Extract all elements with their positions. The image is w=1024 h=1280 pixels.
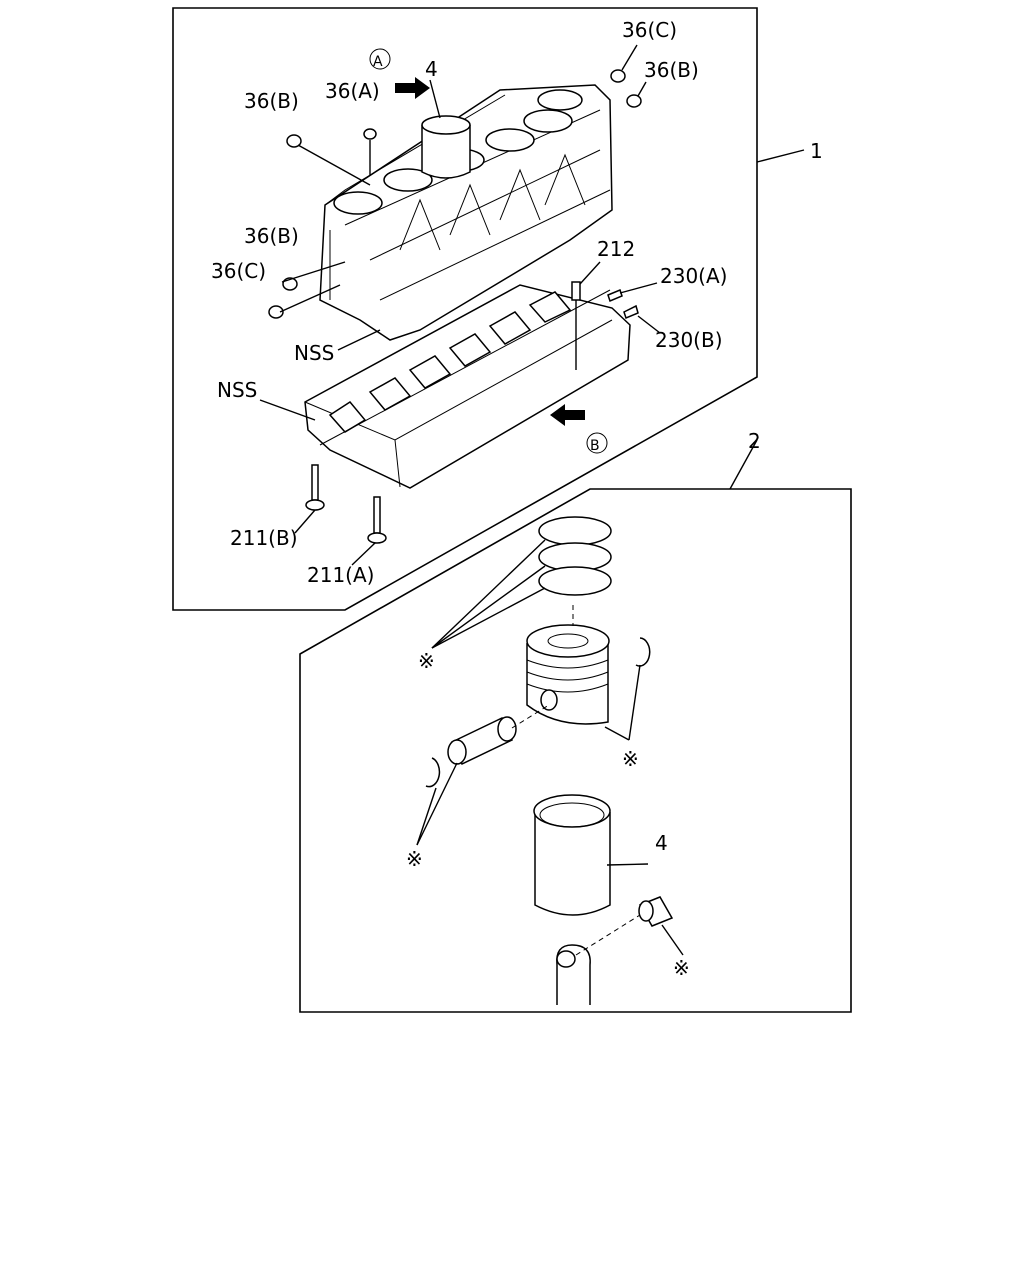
label-36c-top: 36(C) [622, 18, 677, 42]
label-230a: 230(A) [660, 264, 727, 288]
label-36b-left: 36(B) [244, 89, 299, 113]
label-a: A [373, 54, 383, 70]
label-nss-lower: NSS [217, 378, 257, 402]
cylinder-block [319, 84, 613, 341]
label-230b: 230(B) [655, 328, 723, 352]
label-36b-top: 36(B) [644, 58, 699, 82]
label-nss-upper: NSS [294, 341, 334, 365]
label-star-snapring-left: ※ [406, 847, 423, 871]
crankcase-bedplate [304, 284, 631, 489]
label-211a: 211(A) [307, 563, 374, 587]
label-2: 2 [748, 429, 761, 453]
label-4-bottom: 4 [655, 831, 668, 855]
snap-ring-right [635, 637, 651, 667]
callout-a-circle [369, 48, 391, 70]
group-2-frame [299, 488, 852, 1013]
piston-pin [447, 716, 517, 766]
label-b: B [590, 438, 600, 454]
view-arrow-a [395, 77, 430, 99]
conrod-bushing [638, 896, 674, 927]
bolt-211a [367, 496, 387, 544]
label-36a: 36(A) [325, 79, 380, 103]
label-star-snapring-right: ※ [622, 747, 639, 771]
leader-lines-lower [416, 539, 684, 956]
label-4-top: 4 [425, 57, 438, 81]
label-36b-mid: 36(B) [244, 224, 299, 248]
connecting-rod [556, 944, 591, 1005]
label-211b: 211(B) [230, 526, 298, 550]
piston-rings [538, 516, 612, 596]
view-arrow-b [550, 404, 585, 426]
plug-parts [268, 69, 642, 320]
leader-lines-upper [259, 44, 805, 566]
label-star-rings: ※ [418, 649, 435, 673]
piston [526, 624, 610, 725]
label-36c-mid: 36(C) [211, 259, 266, 283]
group-1-frame [172, 7, 758, 611]
callout-b-circle [586, 432, 608, 454]
cylinder-liner [533, 794, 611, 916]
label-1: 1 [810, 139, 823, 163]
bolt-211b [305, 464, 325, 511]
snap-ring-left [425, 757, 441, 788]
label-212: 212 [597, 237, 635, 261]
label-star-bushing: ※ [673, 956, 690, 980]
